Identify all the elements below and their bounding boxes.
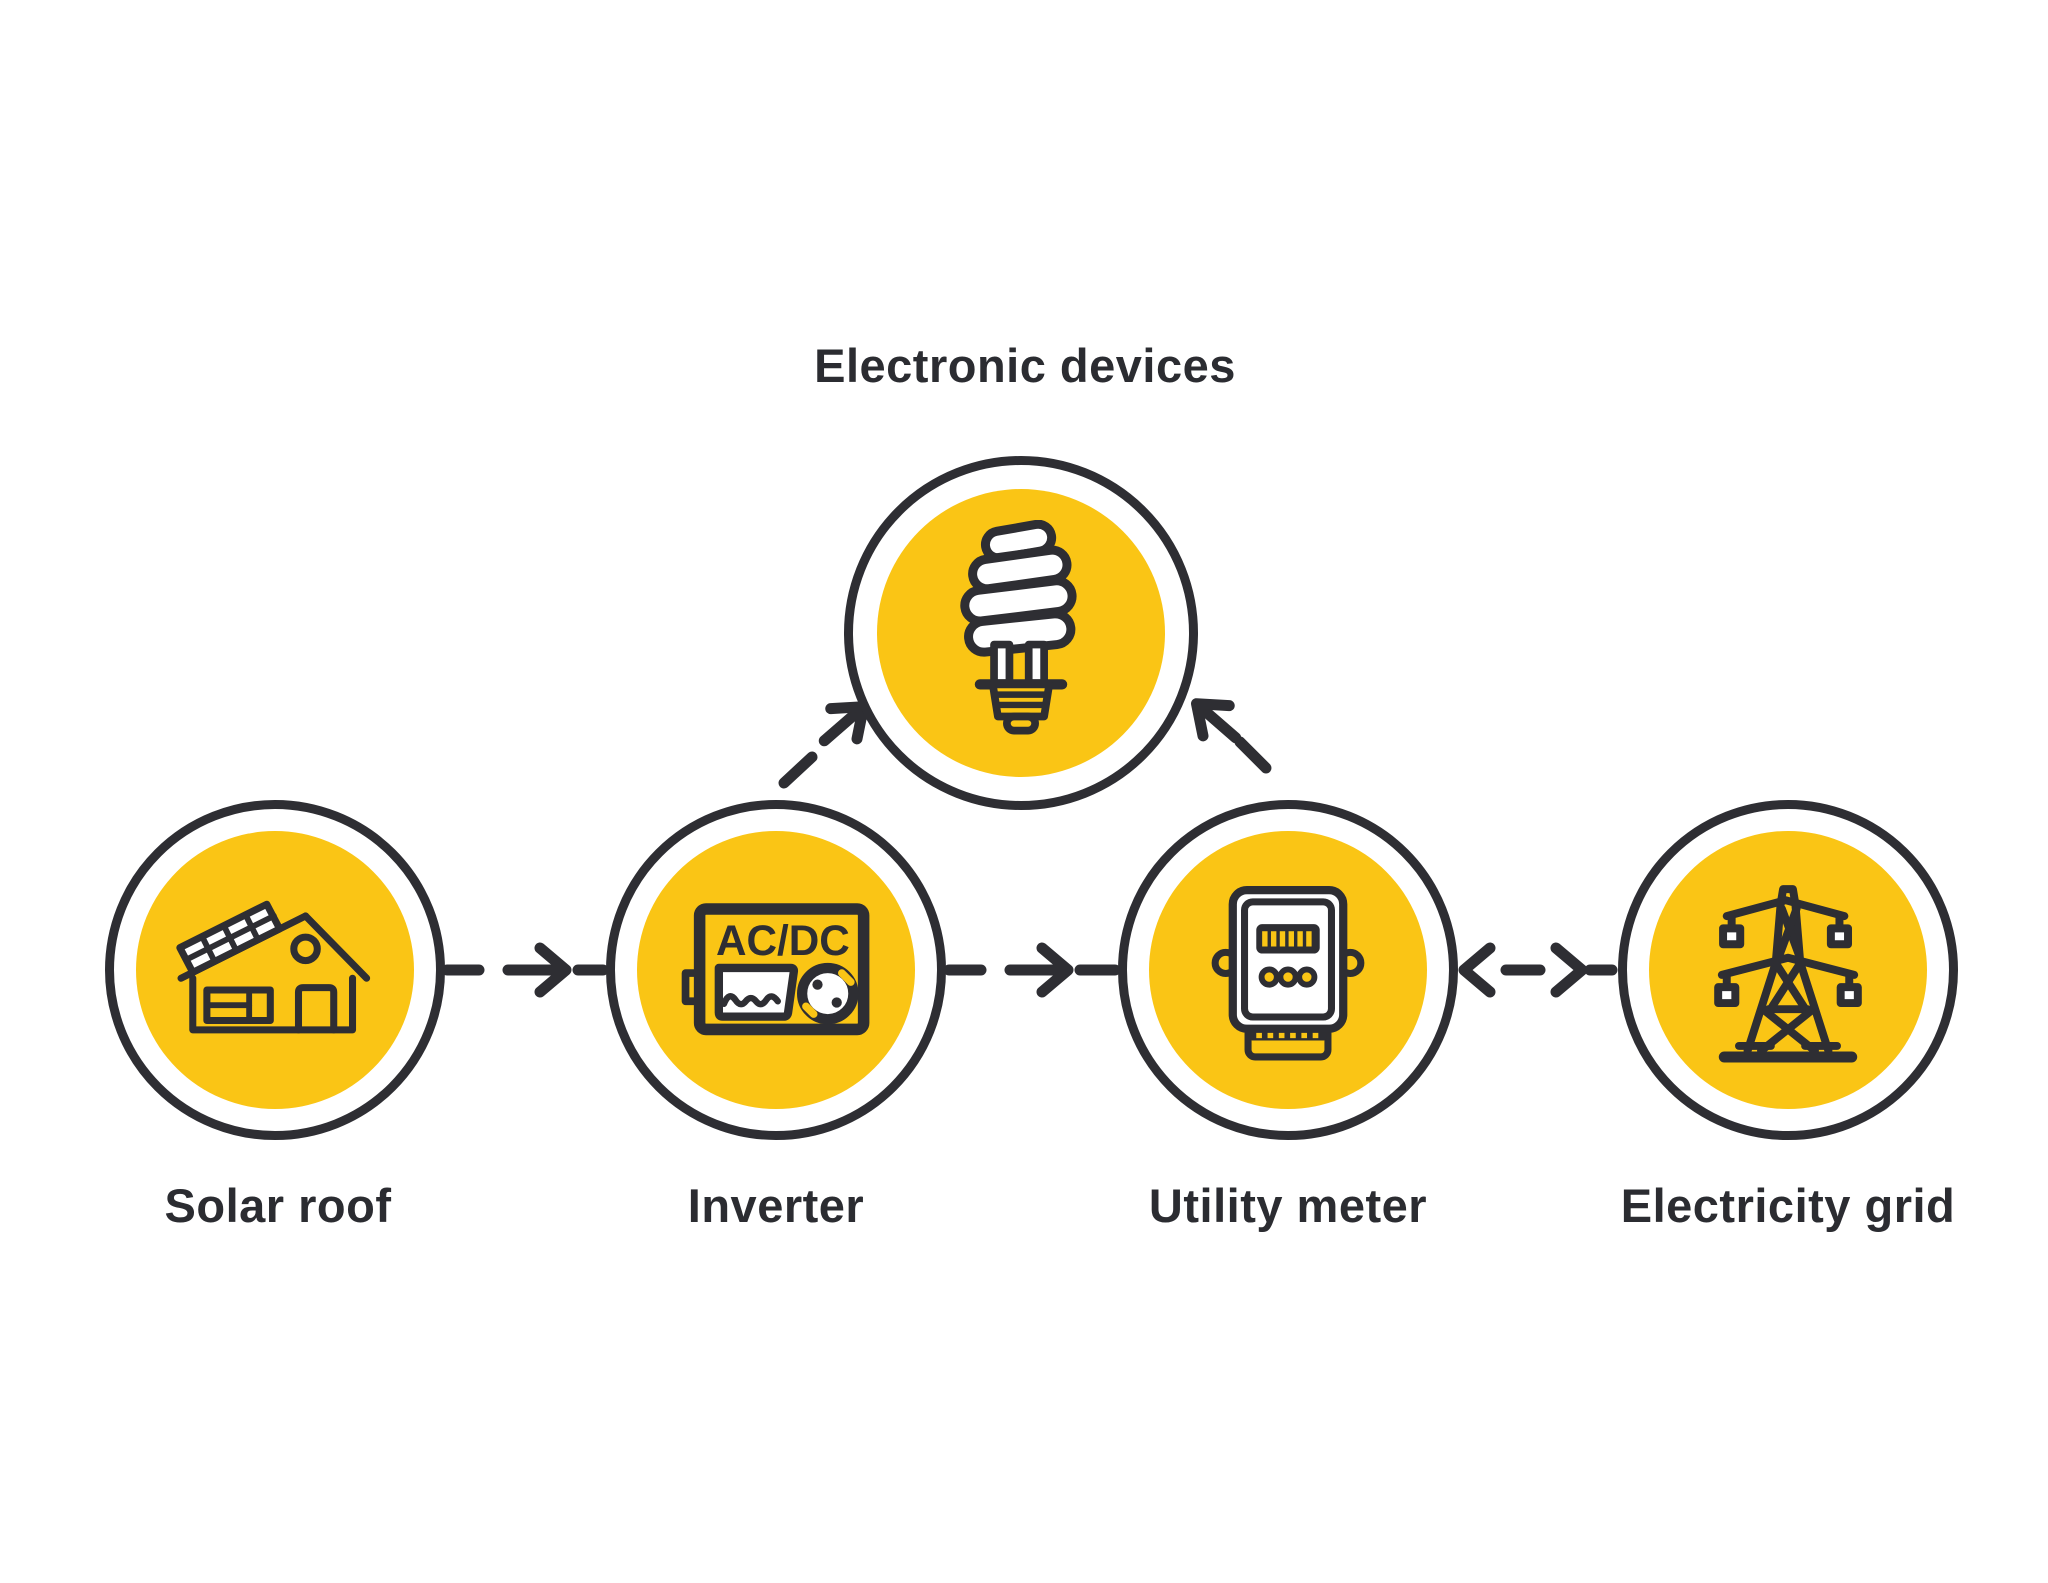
- node-disc: [877, 489, 1165, 777]
- inverter-acdc-text: AC/DC: [715, 917, 849, 964]
- utility-meter-icon: [1211, 885, 1365, 1061]
- node-label-utility-meter: Utility meter: [1148, 1179, 1428, 1232]
- arrow-inverter-to-meter: [943, 942, 1121, 998]
- arrow-solar-to-inverter: [441, 942, 609, 998]
- node-circle: [105, 800, 445, 1140]
- inverter-icon: AC/DC: [681, 902, 869, 1035]
- cfl-bulb-icon: [960, 520, 1077, 735]
- node-disc: [1649, 831, 1927, 1109]
- node-label-inverter: Inverter: [687, 1179, 865, 1232]
- arrow-meter-grid-two-way: [1458, 942, 1618, 998]
- node-disc: [136, 831, 414, 1109]
- top-node-label: Electronic devices: [814, 339, 1236, 392]
- node-circle: [1618, 800, 1958, 1140]
- node-circle: [1118, 800, 1458, 1140]
- node-circle: [844, 456, 1198, 810]
- arrow-meter-to-devices: [1190, 698, 1272, 774]
- power-tower-icon: [1714, 885, 1862, 1063]
- node-label-solar-roof: Solar roof: [164, 1179, 392, 1232]
- node-label-electricity-grid: Electricity grid: [1620, 1179, 1956, 1232]
- node-disc: AC/DC: [637, 831, 915, 1109]
- solar-house-icon: [176, 900, 371, 1034]
- node-circle: AC/DC: [606, 800, 946, 1140]
- node-disc: [1149, 831, 1427, 1109]
